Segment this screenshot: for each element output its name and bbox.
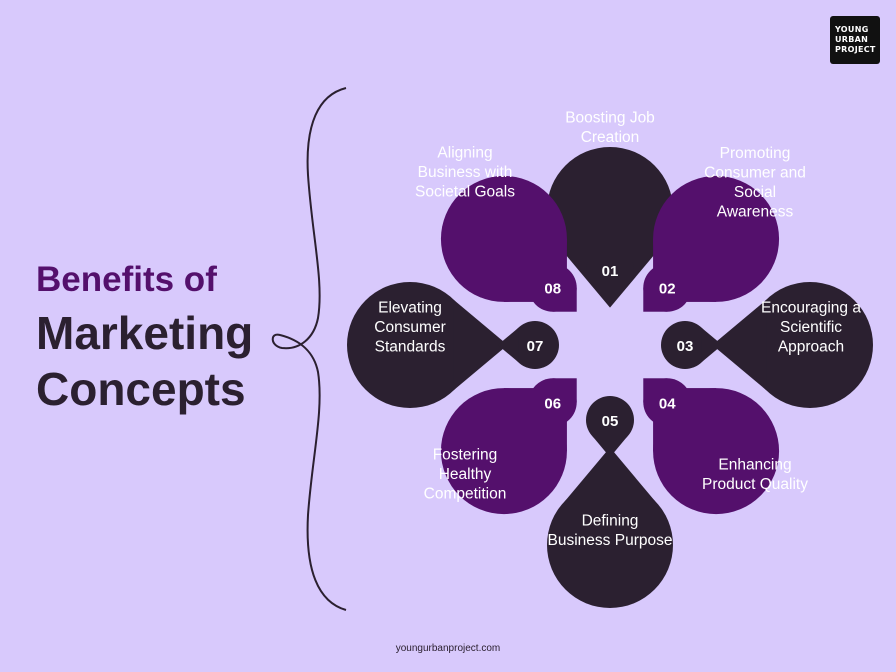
logo-line-3: PROJECT [835, 45, 876, 54]
number-label-07: 07 [527, 338, 544, 355]
title-line-1: Benefits of [36, 260, 217, 299]
number-label-04: 04 [659, 395, 676, 412]
number-badge-tip-05 [592, 436, 628, 458]
petal-05 [547, 482, 673, 608]
number-label-05: 05 [602, 413, 619, 430]
footer-url: youngurbanproject.com [395, 643, 501, 654]
petal-tip-05 [564, 447, 656, 502]
number-label-03: 03 [677, 338, 694, 355]
curly-brace [271, 87, 347, 611]
petal-03 [747, 282, 873, 408]
number-badge-03 [661, 321, 709, 369]
petal-07 [347, 282, 473, 408]
number-badge-tip-07 [497, 327, 519, 363]
number-badge-05 [586, 396, 634, 444]
number-badge-tip-01 [592, 232, 628, 254]
title-line-3: Concepts [36, 363, 246, 415]
logo-line-2: URBAN [835, 35, 869, 44]
petal-tip-03 [712, 299, 767, 391]
logo: YOUNG URBAN PROJECT [830, 16, 880, 64]
number-badge-07 [511, 321, 559, 369]
number-label-01: 01 [602, 263, 619, 280]
number-label-02: 02 [659, 281, 676, 298]
logo-line-1: YOUNG [835, 25, 869, 34]
number-badge-corner-08 [552, 287, 577, 312]
petal-01 [547, 147, 673, 273]
number-label-06: 06 [544, 395, 561, 412]
petal-tip-07 [453, 299, 508, 391]
number-badge-tip-03 [701, 327, 723, 363]
number-badge-corner-06 [552, 378, 577, 403]
number-badge-corner-02 [643, 287, 668, 312]
number-label-08: 08 [544, 281, 561, 298]
number-badge-corner-04 [643, 378, 668, 403]
number-badge-01 [586, 246, 634, 294]
title-line-2: Marketing [36, 307, 254, 359]
